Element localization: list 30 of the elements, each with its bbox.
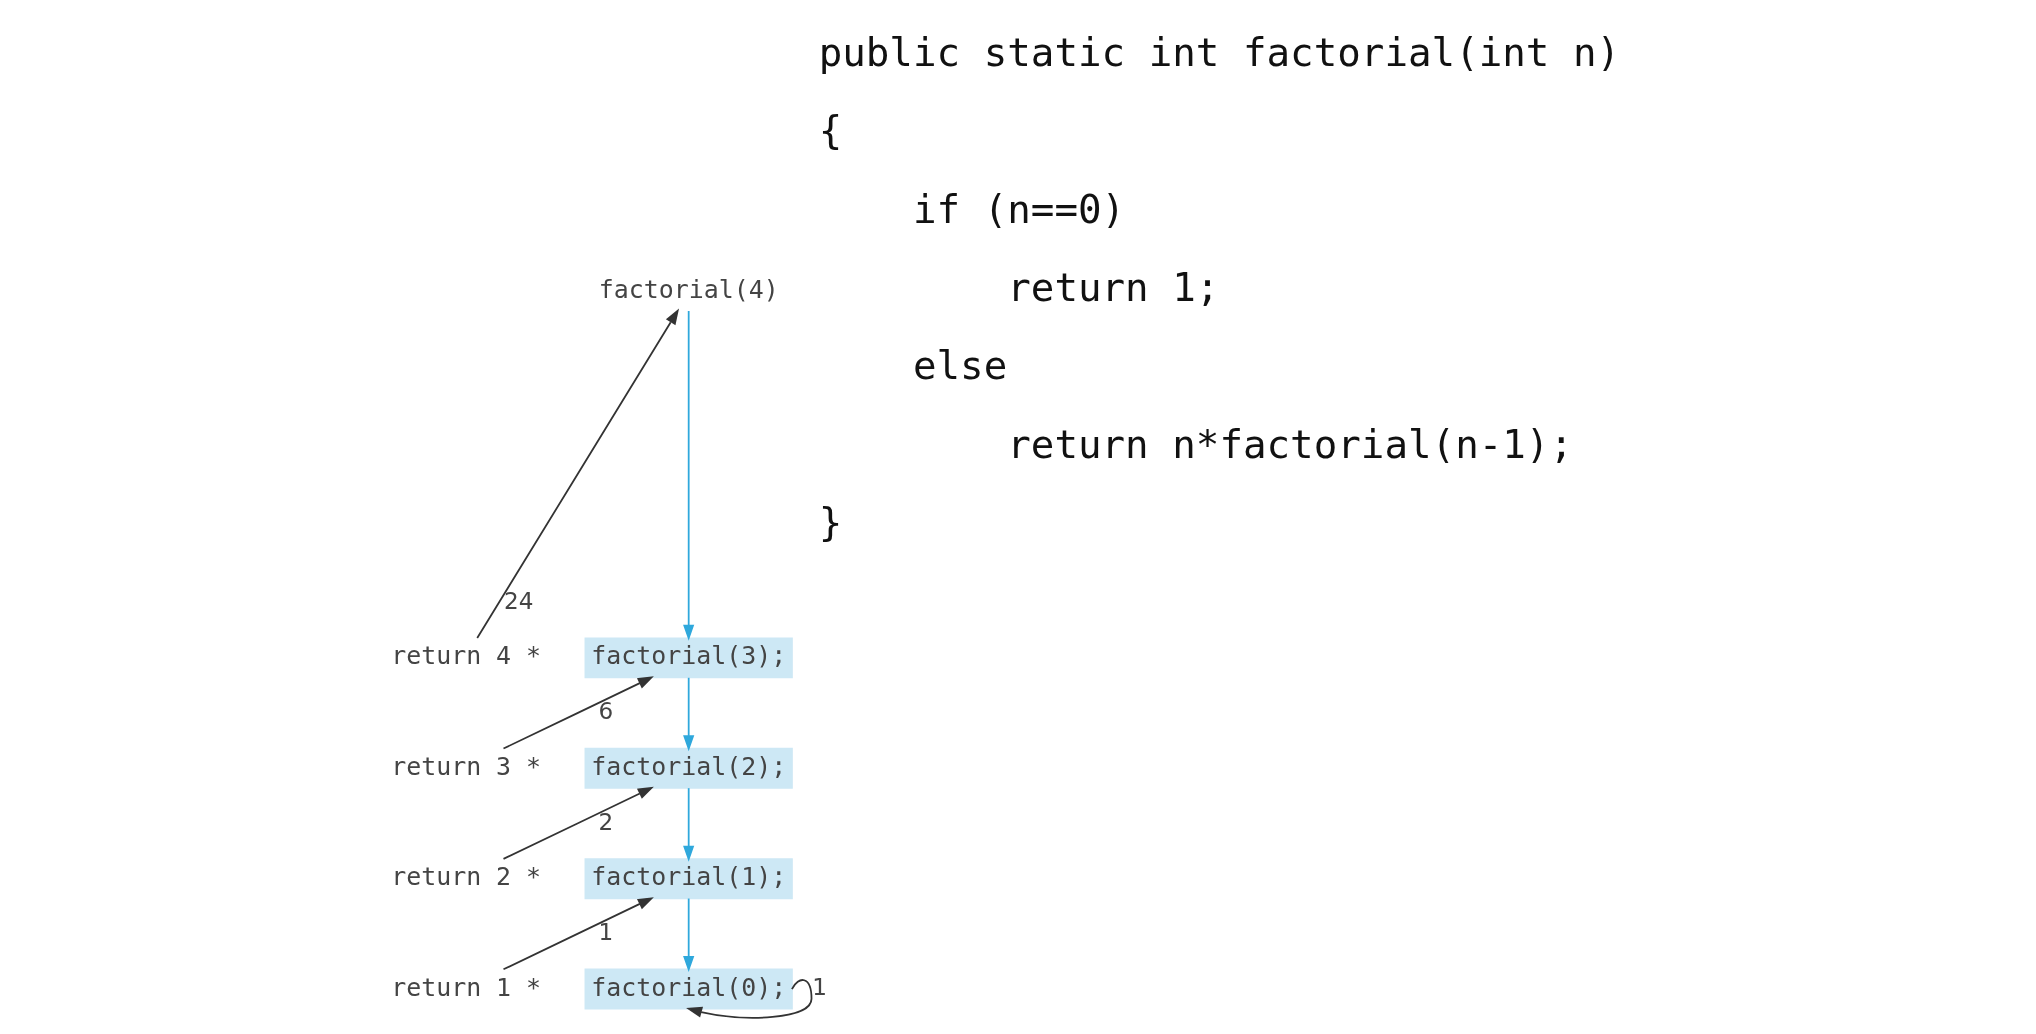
edge-label: 1 [811, 974, 827, 1001]
node-box: factorial(3); [584, 637, 793, 679]
arrow [502, 897, 654, 971]
label: public static int factorial(int n) [818, 30, 1620, 76]
arrow [502, 786, 654, 860]
label: return n*factorial(n-1); [1006, 421, 1573, 467]
label: if (n==0) [912, 186, 1125, 232]
node-text: return 3 * [390, 751, 541, 781]
arrow [502, 676, 654, 750]
arrow [685, 979, 812, 1019]
arrow [682, 787, 694, 862]
node-text: return 2 * [390, 862, 541, 892]
edge-label: 1 [598, 918, 613, 945]
edge-label: 24 [503, 587, 533, 614]
node-text: factorial(4) [598, 274, 779, 304]
label: return 1; [1006, 265, 1219, 311]
arrow [682, 676, 694, 752]
label: { [818, 108, 842, 154]
node-text: return 4 * [390, 641, 541, 671]
arrow [475, 308, 679, 639]
label: else [912, 343, 1007, 389]
arrow [682, 310, 694, 641]
label: } [818, 500, 842, 546]
edge-label: 2 [598, 808, 613, 835]
node-text: return 1 * [390, 972, 541, 1002]
edge-label: 6 [598, 698, 613, 725]
node-box: factorial(0); [584, 968, 793, 1010]
node-box: factorial(2); [584, 747, 793, 789]
arrow [682, 897, 694, 973]
node-box: factorial(1); [584, 858, 793, 900]
